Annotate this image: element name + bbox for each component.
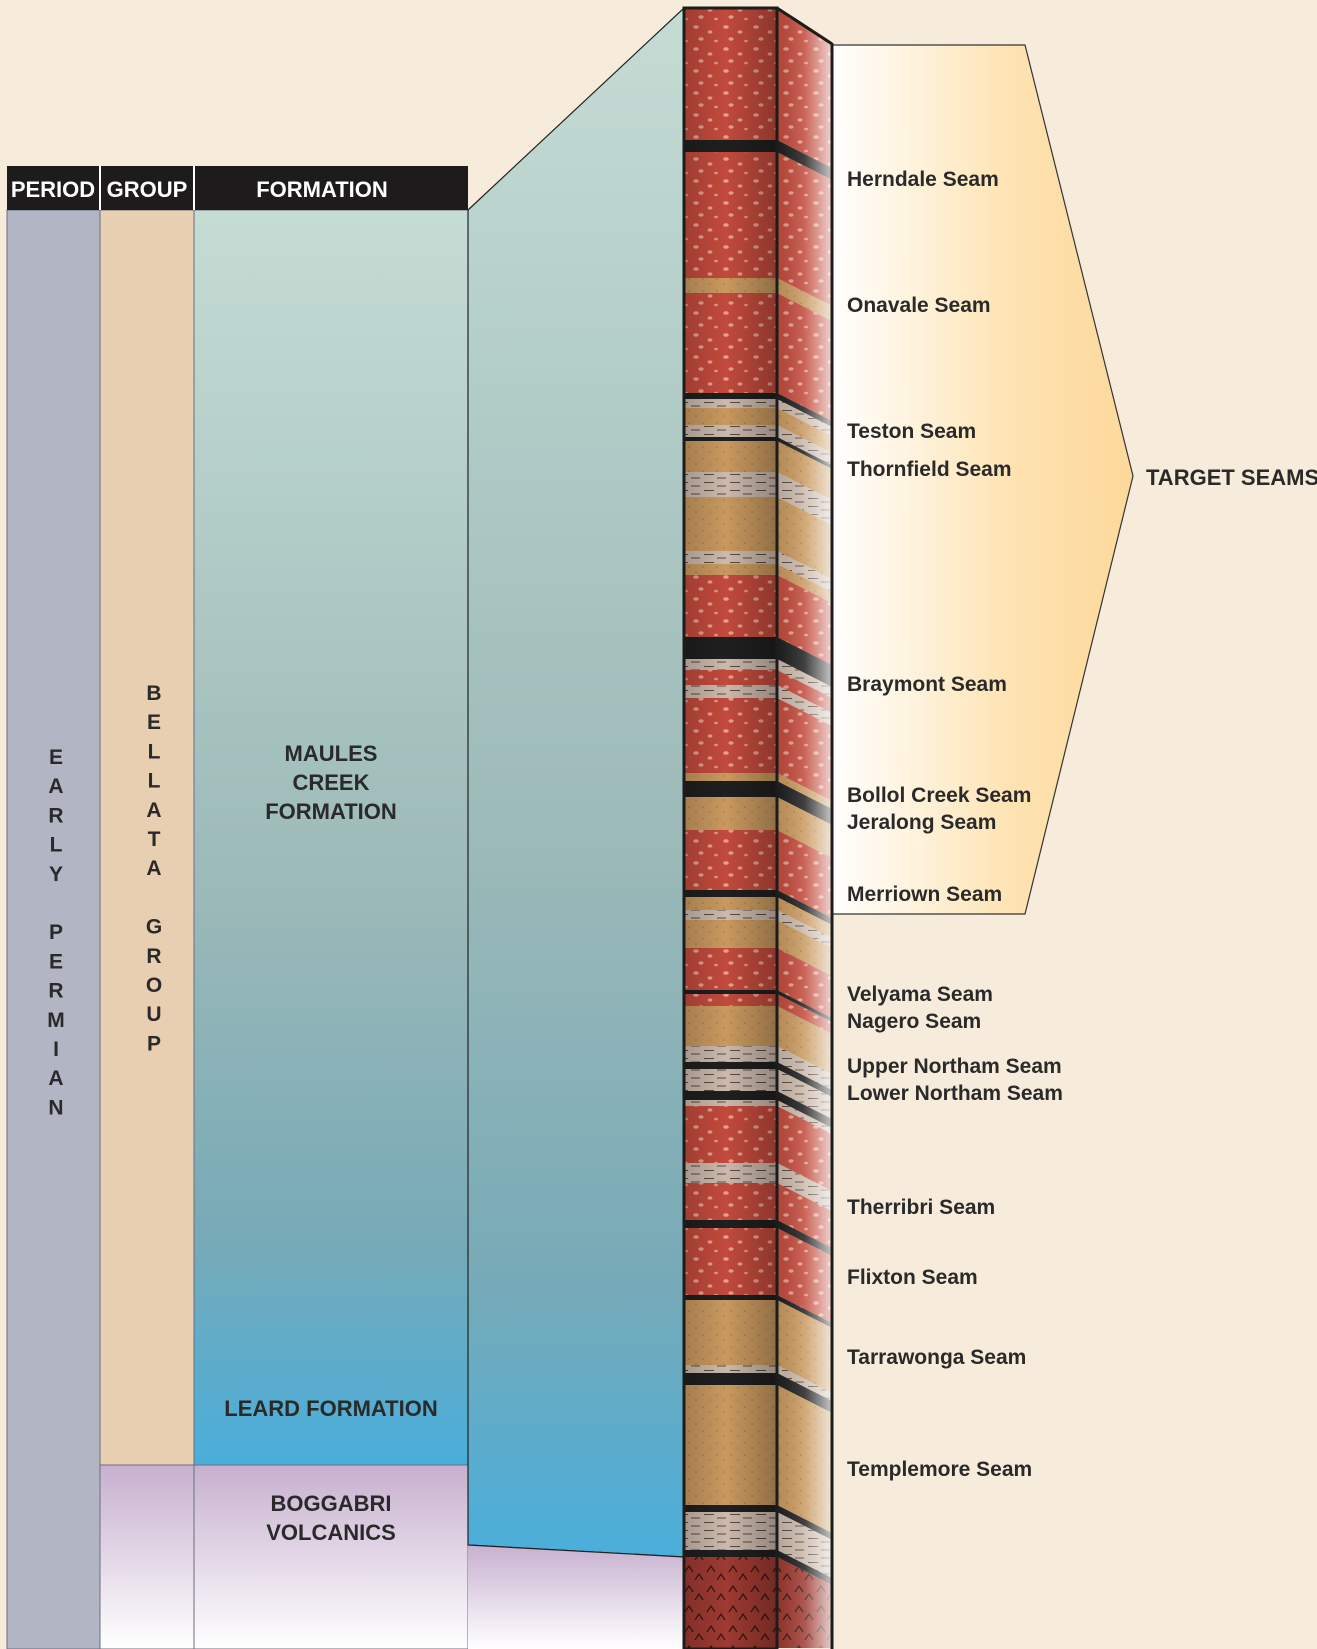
period-column	[6, 209, 101, 1649]
column-top-mask	[777, 6, 835, 44]
vertical-label-letter: L	[148, 770, 161, 793]
vertical-label-letter: P	[147, 1032, 161, 1055]
seam-label-therribri: Therribri Seam	[847, 1196, 995, 1219]
vertical-label-letter: B	[146, 682, 161, 705]
table-header	[7, 166, 468, 210]
seam-label-nagero: Nagero Seam	[847, 1010, 981, 1033]
vertical-label-letter: E	[147, 711, 161, 734]
seam-label-upper-northam: Upper Northam Seam	[847, 1055, 1062, 1078]
vertical-label-letter: A	[146, 799, 161, 822]
vertical-label-letter: P	[49, 921, 63, 944]
header-group: GROUP	[107, 177, 188, 202]
boggabri-label-line1: BOGGABRI	[271, 1491, 392, 1516]
vertical-label-letter: A	[48, 1067, 63, 1090]
seam-label-merriown: Merriown Seam	[847, 883, 1002, 906]
vertical-label-letter: L	[50, 834, 63, 857]
column-side-outline	[776, 6, 834, 1649]
column-front-shading	[684, 8, 777, 1649]
leard-label: LEARD FORMATION	[224, 1396, 437, 1421]
vertical-label-letter: A	[146, 857, 161, 880]
group-column	[99, 209, 195, 1466]
volcanics-connector	[468, 1545, 684, 1649]
vertical-label-letter: Y	[49, 863, 63, 886]
header-period: PERIOD	[11, 177, 95, 202]
vertical-label-letter: L	[148, 740, 161, 763]
seam-label-herndale: Herndale Seam	[847, 168, 999, 191]
vertical-label-letter: E	[49, 746, 63, 769]
vertical-label-letter: R	[48, 980, 63, 1003]
stratigraphic-column	[682, 6, 835, 1649]
volcanics-group-cell	[99, 1464, 195, 1649]
vertical-label-letter: E	[49, 950, 63, 973]
seam-label-tarrawonga: Tarrawonga Seam	[847, 1346, 1026, 1369]
seam-label-bollol-creek: Bollol Creek Seam	[847, 784, 1031, 807]
vertical-label-letter: T	[148, 828, 161, 851]
vertical-label-letter: N	[48, 1096, 63, 1119]
seam-label-jeralong: Jeralong Seam	[847, 811, 996, 834]
seam-label-braymont: Braymont Seam	[847, 673, 1007, 696]
seam-labels: Herndale Seam Onavale Seam Teston Seam T…	[847, 168, 1063, 1481]
vertical-label-letter: U	[146, 1003, 161, 1026]
vertical-label-letter: R	[48, 804, 63, 827]
seam-label-onavale: Onavale Seam	[847, 294, 991, 317]
seam-label-thornfield: Thornfield Seam	[847, 458, 1012, 481]
header-formation: FORMATION	[256, 177, 388, 202]
maules-label-line3: FORMATION	[265, 799, 397, 824]
vertical-label-letter: A	[48, 775, 63, 798]
seam-label-flixton: Flixton Seam	[847, 1266, 978, 1289]
maules-label-line2: CREEK	[292, 770, 369, 795]
vertical-label-letter: O	[146, 974, 162, 997]
seam-label-templemore: Templemore Seam	[847, 1458, 1032, 1481]
vertical-label-letter: G	[146, 916, 162, 939]
maules-label-line1: MAULES	[285, 741, 378, 766]
vertical-label-letter: I	[53, 1038, 59, 1061]
vertical-label-letter: M	[47, 1009, 65, 1032]
formation-column	[193, 209, 469, 1466]
column-front-outline	[682, 6, 779, 1649]
column-side-shading	[777, 8, 832, 1649]
seam-label-lower-northam: Lower Northam Seam	[847, 1082, 1063, 1105]
boggabri-label-line2: VOLCANICS	[266, 1520, 396, 1545]
target-seams-label: TARGET SEAMS	[1146, 465, 1317, 490]
seam-label-teston: Teston Seam	[847, 420, 976, 443]
seam-label-velyama: Velyama Seam	[847, 983, 993, 1006]
volcanics-formation-cell	[193, 1464, 469, 1649]
formation-connector	[467, 6, 685, 1558]
vertical-label-letter: R	[146, 945, 161, 968]
